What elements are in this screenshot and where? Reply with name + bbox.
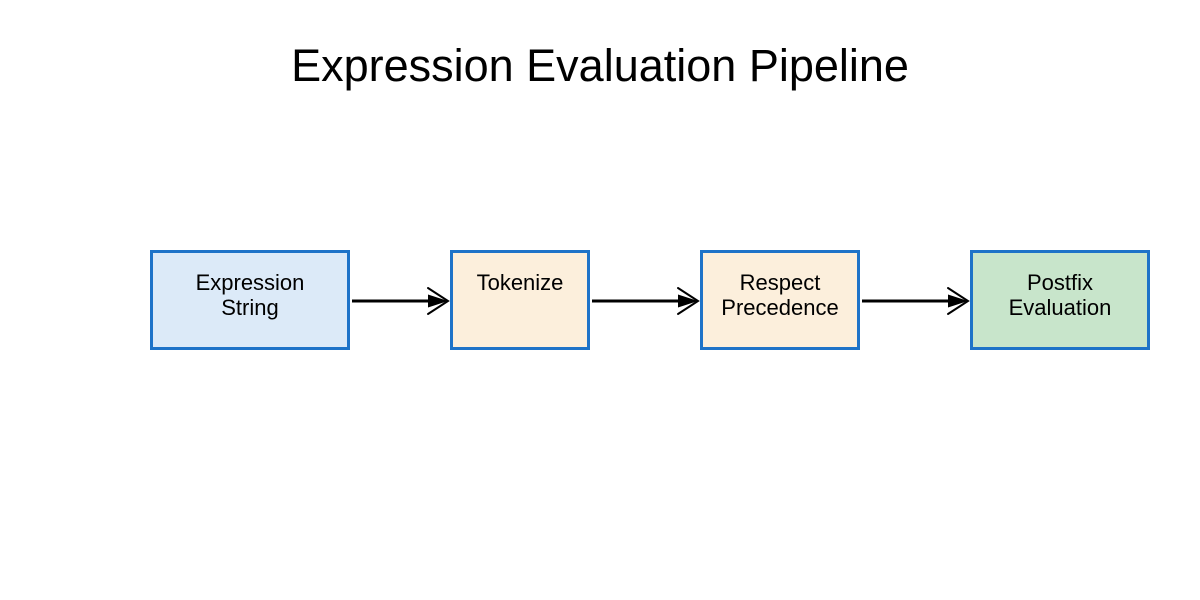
arrow-precedence-to-postfix: [862, 287, 970, 315]
node-tokenize-label: Tokenize: [476, 270, 564, 295]
node-postfix-evaluation-label: Postfix Evaluation: [1008, 270, 1112, 320]
node-expression-string-label: Expression String: [195, 270, 305, 320]
arrow-tokenize-to-precedence: [592, 287, 700, 315]
arrow-expression-to-tokenize: [352, 287, 450, 315]
node-expression-string: Expression String: [150, 250, 350, 350]
node-postfix-evaluation: Postfix Evaluation: [970, 250, 1150, 350]
diagram-title: Expression Evaluation Pipeline: [291, 40, 909, 91]
node-tokenize: Tokenize: [450, 250, 590, 350]
node-respect-precedence: Respect Precedence: [700, 250, 860, 350]
node-respect-precedence-label: Respect Precedence: [721, 270, 839, 320]
